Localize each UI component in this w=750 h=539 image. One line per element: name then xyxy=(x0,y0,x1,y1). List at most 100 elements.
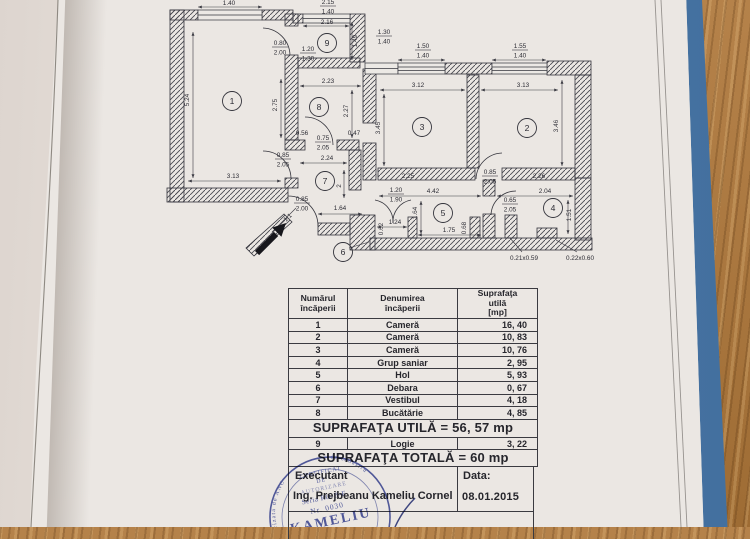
table-cell: 3, 22 xyxy=(457,436,538,451)
header-area: Suprafaţa utilă [mp] xyxy=(457,288,538,319)
dimension-fraction-top: 1.55 xyxy=(514,43,527,50)
room-number: 6 xyxy=(341,247,346,257)
header-room-name: Denumirea încăperii xyxy=(347,288,458,319)
dimension-fraction-bottom: 1.40 xyxy=(417,53,430,60)
dimension-label: 2.24 xyxy=(321,155,334,162)
dimension-label: 2.75 xyxy=(272,98,279,111)
dimension-fraction-bottom: 2.00 xyxy=(274,50,287,57)
dimension-fraction-top: 1.30 xyxy=(378,29,391,36)
room-number-circle xyxy=(517,118,537,138)
table-cell: Debara xyxy=(347,380,458,395)
dimension-label: 1.40 xyxy=(223,0,236,7)
dimension-label: 2.27 xyxy=(343,104,350,117)
plan-doors xyxy=(262,27,517,227)
dimension-fraction-top: 0.85 xyxy=(484,169,497,176)
date-value: 08.01.2015 xyxy=(462,491,520,504)
table-cell: 5, 93 xyxy=(457,368,538,382)
dimension-fraction-bottom: 1.40 xyxy=(514,53,527,60)
table-cell: 0, 67 xyxy=(457,380,538,395)
total-row: SUPRAFAŢA TOTALĂ = 60 mp xyxy=(288,449,538,468)
date-cell: Data: 08.01.2015 xyxy=(457,467,535,512)
total-text: SUPRAFAŢA TOTALĂ = 60 mp xyxy=(288,449,538,468)
dimension-label: 2 xyxy=(336,184,343,188)
table-cell: 6 xyxy=(288,380,348,395)
table-cell: 4, 85 xyxy=(457,406,538,420)
dimension-fraction-top: 2.15 xyxy=(322,0,335,6)
table-cell: Vestibul xyxy=(347,393,458,408)
dimension-fraction-bottom: 2.05 xyxy=(484,179,497,186)
table-cell: 3 xyxy=(288,343,348,357)
dimension-label: 5.24 xyxy=(184,93,191,106)
dimension-fraction-top: 0.65 xyxy=(504,197,517,204)
dimension-fraction-bottom: 2.05 xyxy=(317,145,330,152)
dimension-fraction-top: 0.75 xyxy=(317,135,330,142)
dimension-label: 3.13 xyxy=(227,173,240,180)
dimension-label: 3.12 xyxy=(412,82,425,89)
dimension-label: 3.45 xyxy=(375,121,382,134)
dimension-label: 0.22x0.60 xyxy=(566,255,595,262)
dimension-label: 2.25 xyxy=(402,173,415,180)
dimension-fraction-top: 0.85 xyxy=(277,152,290,159)
room-number: 7 xyxy=(323,176,328,186)
room-number: 5 xyxy=(441,208,446,218)
dimension-label: 2.16 xyxy=(321,19,334,26)
subtotal-row: SUPRAFAŢA UTILĂ = 56, 57 mp xyxy=(288,418,538,438)
room-number-circle xyxy=(433,203,453,223)
executant-cell: Executant Ing. Prejbeanu Kameliu Cornel xyxy=(289,467,457,511)
areas-table: Numărul încăperii Denumirea încăperii Su… xyxy=(288,288,538,468)
dimension-label: 0.21x0.59 xyxy=(510,255,539,262)
dimension-fraction-bottom: 1.40 xyxy=(378,39,391,46)
table-cell: Cameră xyxy=(347,343,458,357)
dimension-fraction-bottom: 2.05 xyxy=(504,207,517,214)
plan-dimension-lines xyxy=(188,5,578,253)
room-number: 4 xyxy=(551,203,556,213)
table-cell: Logie xyxy=(347,436,458,451)
room-number: 3 xyxy=(420,122,425,132)
dimension-label: 2.04 xyxy=(539,188,552,195)
dimension-label: 3.13 xyxy=(517,82,530,89)
dimension-label: 0.62 xyxy=(378,222,385,235)
dimension-fraction-bottom: 2.05 xyxy=(277,162,290,169)
room-number-circle xyxy=(412,117,432,137)
table-cell: Cameră xyxy=(347,318,458,332)
table-header-row: Numărul încăperii Denumirea încăperii Su… xyxy=(288,288,538,319)
plan-windows xyxy=(197,9,548,75)
dimension-fraction-top: 1.50 xyxy=(417,43,430,50)
plan-walls xyxy=(166,9,593,257)
table-cell: Hol xyxy=(347,368,458,382)
table-cell: 2, 95 xyxy=(457,355,538,370)
table-cell: Bucătărie xyxy=(347,406,458,420)
room-number-circle xyxy=(543,198,563,218)
room-number-circle xyxy=(317,33,337,53)
page-fold-line xyxy=(30,0,59,527)
dimension-fraction-top: 1.20 xyxy=(302,46,315,53)
dimension-fraction-bottom: 1.90 xyxy=(390,197,403,204)
entrance-arrow xyxy=(254,223,286,256)
room-number-circle xyxy=(333,242,353,262)
dimension-label: 1.64 xyxy=(412,206,419,219)
table-cell: 2 xyxy=(288,330,348,345)
table-cell: 8 xyxy=(288,406,348,420)
table-cell: 10, 76 xyxy=(457,343,538,357)
room-number-circle xyxy=(315,171,335,191)
table-cell: 10, 83 xyxy=(457,330,538,345)
page-border-lines xyxy=(654,0,688,527)
floor-plan-drawing: 1.402.161.495.243.132.752.232.273.123.45… xyxy=(30,0,688,527)
room-number-circle xyxy=(309,97,329,117)
dimension-label: 1.1 xyxy=(282,212,294,223)
areas-table-section: Numărul încăperii Denumirea încăperii Su… xyxy=(288,288,538,539)
table-cell: 4 xyxy=(288,355,348,370)
executant-section: Executant Ing. Prejbeanu Kameliu Cornel … xyxy=(288,467,535,513)
dimension-fraction-top: 1.20 xyxy=(390,187,403,194)
dimension-label: 1.49 xyxy=(352,34,359,47)
table-cell: 4, 18 xyxy=(457,393,538,408)
executant-label: Executant xyxy=(295,470,348,483)
dimension-label: 1.24 xyxy=(389,219,402,226)
